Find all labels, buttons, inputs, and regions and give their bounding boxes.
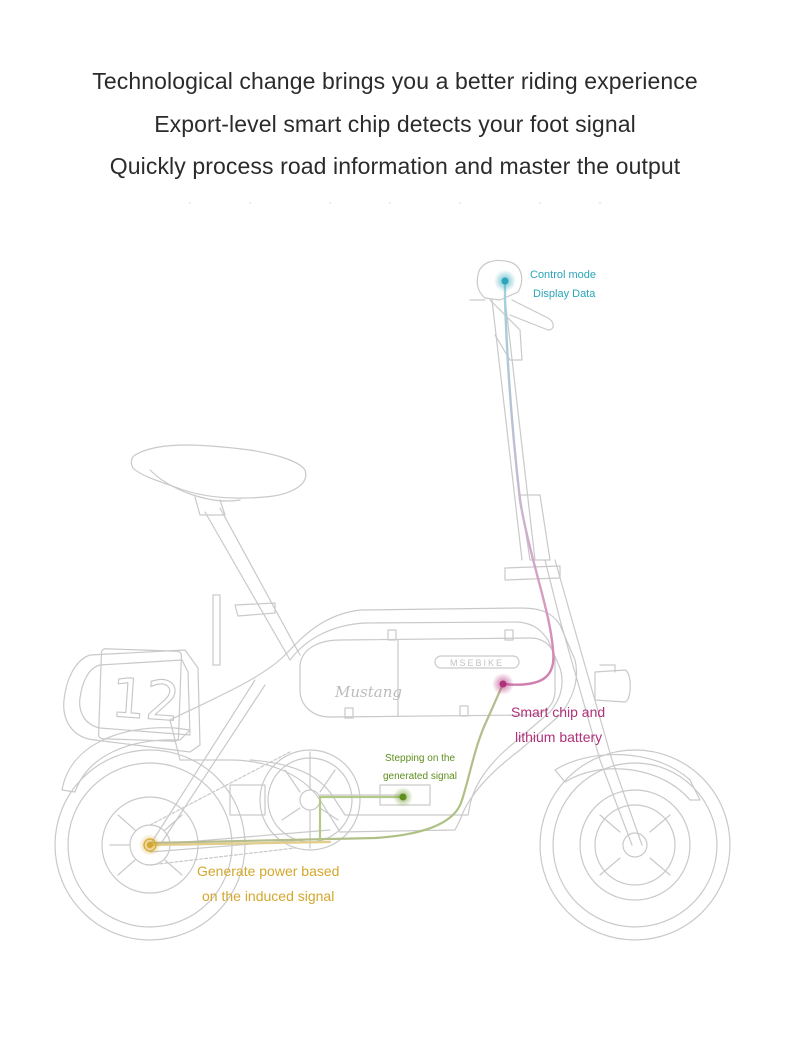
callout-battery-line1: Smart chip and [511, 704, 605, 720]
chain [149, 751, 296, 866]
front-fork [544, 559, 643, 846]
signal-path-stepping [318, 795, 405, 844]
callout-control: Control mode Display Data [530, 269, 596, 300]
battery-pack [299, 637, 556, 718]
headline-2: Export-level smart chip detects your foo… [154, 111, 636, 137]
node-battery [492, 673, 514, 695]
front-fender [554, 753, 701, 801]
node-stepping [393, 787, 413, 807]
callout-battery: Smart chip and lithium battery [511, 704, 605, 745]
front-wheel [539, 749, 731, 941]
callout-control-line2: Display Data [533, 288, 596, 300]
headline-1: Technological change brings you a better… [92, 68, 698, 94]
saddle [130, 444, 307, 499]
callout-control-line1: Control mode [530, 269, 596, 281]
callout-stepping-line2: generated signal [383, 771, 457, 782]
seat-post [204, 507, 301, 661]
callout-power-line2: on the induced signal [202, 888, 334, 904]
head-tube [519, 494, 551, 561]
main-frame [169, 607, 578, 833]
headline-3: Quickly process road information and mas… [109, 153, 681, 179]
callout-stepping: Stepping on the generated signal [383, 753, 457, 782]
callout-battery-line2: lithium battery [515, 729, 602, 745]
node-power [139, 834, 161, 856]
handlebar [476, 259, 523, 301]
signal-path-control [501, 279, 555, 686]
callout-power-line1: Generate power based [197, 863, 339, 879]
number-plate [97, 648, 183, 742]
callout-stepping-line1: Stepping on the [385, 753, 455, 764]
node-control [494, 270, 516, 292]
plate-number: 12 [109, 666, 182, 734]
chainring [259, 749, 361, 851]
battery-brand: Mustang [334, 683, 402, 701]
rear-fender [61, 727, 191, 793]
rear-carrier [63, 649, 201, 753]
frame-logo: MSEBIKE [450, 658, 504, 668]
headlight [594, 669, 631, 703]
bike-outline: 12 [54, 259, 731, 941]
signal-path-battery [148, 682, 505, 845]
callout-power: Generate power based on the induced sign… [197, 863, 339, 904]
stem [491, 297, 536, 561]
faint-divider [189, 202, 601, 204]
signal-path-power [148, 840, 332, 847]
